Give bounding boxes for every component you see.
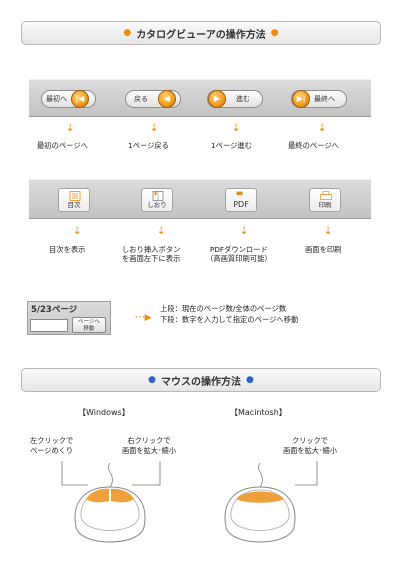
mac-click-caption: クリックで 画面を拡大･縮小 (283, 436, 337, 455)
toc-label: 目次 (67, 201, 81, 209)
pdf-icon (236, 191, 243, 195)
last-page-label: 最終へ (314, 95, 335, 103)
windows-left-line2: ページめくり (30, 445, 74, 455)
pdf-label: PDF (233, 200, 249, 209)
forward-label: 進む (236, 95, 250, 103)
down-arrow-icon: ⇣ (232, 123, 241, 134)
back-button[interactable]: 戻る ◀ (125, 90, 181, 108)
windows-left-line1: 左クリックで (30, 436, 74, 445)
down-arrow-icon: ⇣ (66, 123, 75, 134)
blue-bullet-icon: ● (148, 375, 156, 385)
windows-right-line2: 画面を拡大･縮小 (122, 445, 176, 455)
blue-bullet-icon: ● (246, 375, 254, 385)
dotted-arrow-icon: ･･･▶ (134, 313, 151, 323)
go-to-page-button[interactable]: ページへ 移動 (72, 317, 106, 333)
back-caption: 1ページ戻る (128, 141, 169, 150)
print-button[interactable]: 印刷 (309, 188, 341, 212)
print-caption: 画面を印刷 (305, 245, 342, 254)
toc-caption: 目次を表示 (49, 245, 86, 254)
down-arrow-icon: ⇣ (157, 226, 166, 237)
bookmark-caption-line2: を画面左下に表示 (122, 254, 181, 264)
pdf-button[interactable]: PDF (225, 188, 257, 212)
page-number-input[interactable] (30, 319, 68, 332)
viewer-section-header: ● カタログビューアの操作方法 ● (21, 21, 381, 45)
skip-back-icon: |◀ (71, 90, 89, 108)
windows-left-click-caption: 左クリックで ページめくり (30, 436, 73, 455)
forward-arrow-icon: ▶ (208, 90, 226, 108)
forward-button[interactable]: ▶ 進む (207, 90, 263, 108)
go-to-page-label-line1: ページへ (78, 319, 100, 325)
page-count: 5/23ページ (31, 305, 78, 315)
windows-label: 【Windows】 (78, 408, 130, 417)
first-page-caption: 最初のページへ (37, 141, 88, 150)
page-desc-line1: 上段：現在のページ数/全体のページ数 (160, 304, 287, 313)
mac-label: 【Macintosh】 (230, 408, 287, 417)
print-label: 印刷 (318, 201, 332, 209)
down-arrow-icon: ⇣ (150, 123, 159, 134)
back-label: 戻る (134, 95, 148, 103)
windows-right-line1: 右クリックで (127, 436, 171, 445)
bookmark-label: しおり (147, 201, 167, 209)
last-page-caption: 最終のページへ (288, 141, 339, 150)
first-page-button[interactable]: 最初へ |◀ (41, 90, 96, 108)
tools-toolbar: 目次 しおり PDF 印刷 (29, 179, 371, 219)
mac-line2: 画面を拡大･縮小 (283, 445, 337, 455)
windows-right-click-caption: 右クリックで 画面を拡大･縮小 (122, 436, 176, 455)
viewer-section-title: カタログビューアの操作方法 (136, 29, 266, 41)
page-navigator: 5/23ページ ページへ 移動 (27, 301, 111, 335)
pdf-caption: PDFダウンロード （高画質印刷可能） (206, 245, 272, 264)
bookmark-button[interactable]: しおり (141, 188, 173, 212)
pdf-caption-line2: （高画質印刷可能） (206, 254, 272, 264)
bookmark-icon (152, 191, 164, 201)
pdf-caption-line1: PDFダウンロード (209, 245, 268, 254)
toc-button[interactable]: 目次 (58, 188, 90, 212)
orange-bullet-icon: ● (270, 28, 279, 38)
navigation-toolbar: 最初へ |◀ 戻る ◀ ▶ 進む ▶| 最終へ (29, 79, 371, 117)
last-page-button[interactable]: ▶| 最終へ (291, 90, 347, 108)
back-arrow-icon: ◀ (158, 90, 176, 108)
go-to-page-label-line2: 移動 (83, 325, 95, 332)
skip-forward-icon: ▶| (292, 90, 310, 108)
mouse-section-header: ● マウスの操作方法 ● (21, 368, 381, 392)
printer-icon (320, 191, 332, 200)
down-arrow-icon: ⇣ (73, 226, 82, 237)
page-navigator-description: 上段：現在のページ数/全体のページ数 下段：数字を入力して指定のページへ移動 (160, 304, 298, 326)
forward-caption: 1ページ進む (211, 141, 252, 150)
bookmark-caption: しおり挿入ボタン を画面左下に表示 (122, 245, 180, 264)
orange-bullet-icon: ● (123, 28, 132, 38)
windows-mouse-icon (61, 461, 161, 543)
page-desc-line2: 下段：数字を入力して指定のページへ移動 (160, 314, 299, 324)
bookmark-caption-line1: しおり挿入ボタン (122, 245, 181, 254)
down-arrow-icon: ⇣ (318, 123, 327, 134)
mac-mouse-icon (224, 461, 318, 543)
down-arrow-icon: ⇣ (240, 226, 249, 237)
first-page-label: 最初へ (46, 95, 67, 103)
mouse-section-title: マウスの操作方法 (161, 376, 241, 388)
list-icon (69, 191, 81, 201)
mac-line1: クリックで (291, 436, 328, 445)
down-arrow-icon: ⇣ (324, 226, 333, 237)
